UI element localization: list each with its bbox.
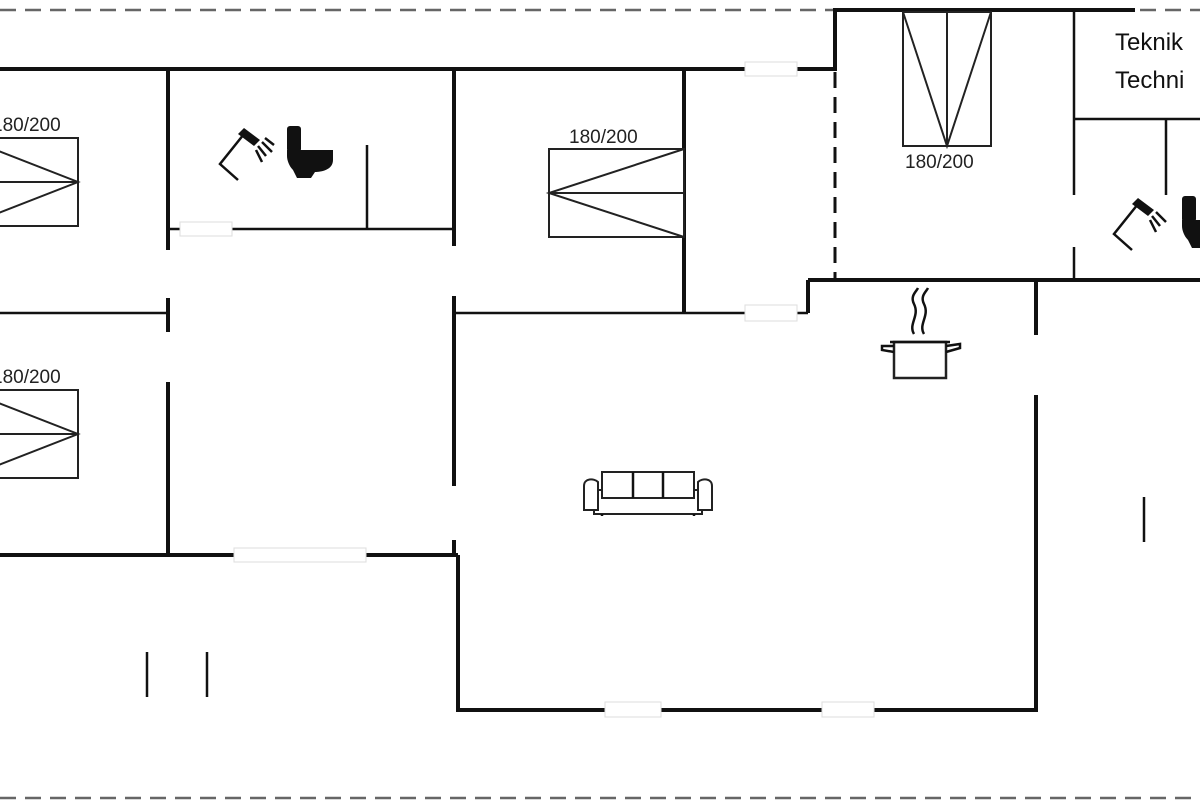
- shower-icon: [1112, 198, 1167, 251]
- bed-top-left: [0, 137, 81, 227]
- bed-size-label: 180/200: [0, 367, 61, 388]
- toilet-icon: [1182, 196, 1200, 248]
- bed-size-label: 180/200: [0, 115, 61, 136]
- shower-icon: [218, 128, 275, 181]
- walls: [0, 8, 1200, 712]
- door-openings: [163, 195, 1079, 540]
- bed-size-label: 180/200: [569, 127, 638, 148]
- bed-center: [545, 148, 685, 238]
- bed-bottom-left: [0, 389, 81, 479]
- bed-size-label: 180/200: [905, 152, 974, 173]
- windows: [179, 61, 875, 718]
- bed-top-right: [902, 11, 992, 150]
- toilet-icon: [287, 126, 333, 178]
- technical-room-label: Techni: [1115, 67, 1184, 94]
- sofa-icon: [583, 471, 713, 516]
- cooking-pot-icon: [880, 287, 962, 380]
- technical-room-label: Teknik: [1115, 29, 1184, 56]
